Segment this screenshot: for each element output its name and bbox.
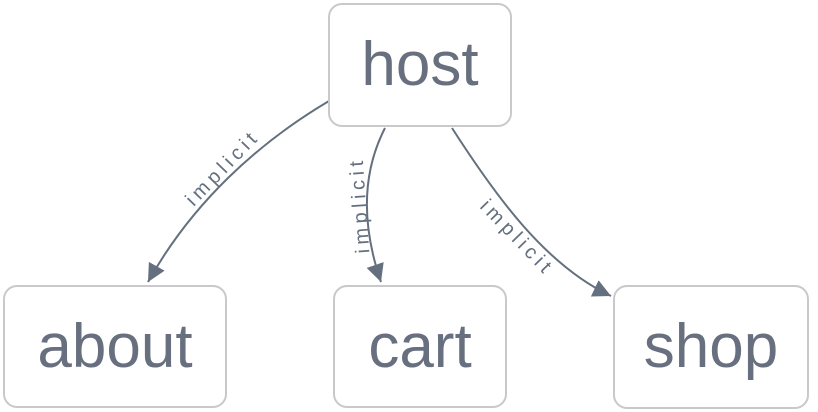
edge-host-about <box>147 100 330 283</box>
node-about-label: about <box>37 311 193 381</box>
node-host-label: host <box>361 30 479 99</box>
node-shop-label: shop <box>643 312 779 381</box>
node-host: host <box>328 3 512 127</box>
node-cart: cart <box>333 285 507 408</box>
edge-host-cart <box>365 127 386 283</box>
node-about: about <box>3 285 227 408</box>
node-cart-label: cart <box>368 311 472 381</box>
node-shop: shop <box>613 285 809 409</box>
edge-host-shop <box>451 127 612 297</box>
